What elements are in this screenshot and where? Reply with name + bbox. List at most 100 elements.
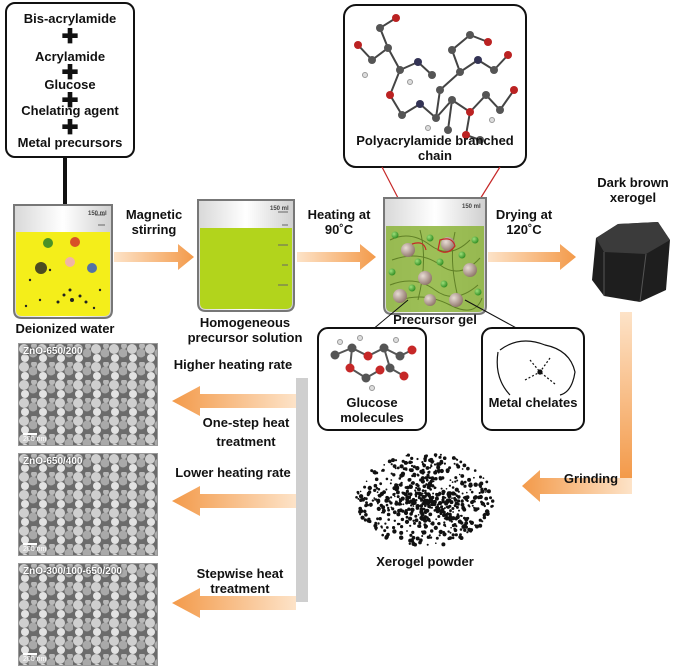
powder-particle: [437, 471, 440, 474]
powder-particle: [392, 464, 397, 468]
powder-particle: [412, 465, 416, 469]
powder-particle: [448, 536, 453, 540]
powder-particle: [432, 502, 437, 507]
label-metal-chelates: Metal chelates: [488, 395, 578, 410]
chelate-structure: [496, 340, 576, 396]
powder-particle: [438, 476, 442, 480]
beaker-mark: 150 ml: [270, 206, 289, 212]
powder-particle: [415, 486, 418, 489]
powder-particle: [466, 516, 470, 520]
powder-particle: [412, 505, 415, 507]
powder-particle: [460, 474, 465, 478]
powder-particle: [452, 511, 454, 513]
powder-particle: [418, 540, 422, 545]
powder-particle: [409, 533, 413, 537]
powder-particle: [408, 478, 412, 482]
powder-particle: [379, 482, 383, 486]
powder-particle: [408, 542, 411, 545]
powder-particle: [421, 471, 424, 474]
powder-particle: [477, 495, 481, 500]
powder-particle: [397, 483, 399, 486]
powder-particle: [483, 487, 488, 491]
powder-particle: [403, 492, 408, 497]
powder-particle: [489, 496, 492, 500]
powder-particle: [458, 473, 461, 476]
powder-particle: [400, 503, 403, 506]
powder-particle: [359, 490, 362, 493]
powder-particle: [373, 488, 377, 492]
xerogel-block: [592, 222, 670, 303]
powder-particle: [413, 521, 416, 525]
powder-particle: [417, 491, 422, 495]
powder-particle: [458, 509, 460, 512]
arrow-drying: [488, 244, 576, 270]
powder-particle: [377, 498, 380, 502]
powder-particle: [408, 538, 413, 543]
powder-particle: [470, 490, 474, 494]
powder-particle: [453, 516, 456, 519]
powder-particle: [418, 495, 421, 498]
powder-particle: [407, 507, 411, 511]
powder-particle: [430, 503, 433, 506]
powder-particle: [447, 498, 451, 502]
powder-particle: [421, 489, 425, 492]
powder-particle: [400, 517, 405, 522]
powder-particle: [469, 488, 472, 491]
powder-particle: [464, 496, 466, 498]
powder-particle: [451, 481, 454, 483]
arrow-higher-rate: [172, 386, 296, 416]
arrow-grinding: [522, 470, 632, 502]
powder-particle: [421, 492, 424, 495]
powder-particle: [421, 462, 425, 466]
powder-particle: [422, 501, 426, 504]
powder-particle: [485, 480, 489, 484]
powder-particle: [441, 542, 446, 547]
powder-particle: [442, 513, 447, 517]
label-one-step: One-step heat treatment: [202, 415, 290, 449]
powder-particle: [463, 480, 467, 484]
powder-particle: [376, 491, 379, 494]
powder-particle: [487, 510, 490, 513]
powder-particle: [429, 457, 434, 462]
powder-particle: [387, 459, 392, 464]
powder-particle: [363, 485, 367, 489]
powder-particle: [427, 504, 431, 509]
powder-particle: [438, 509, 442, 513]
ingredient-5: Metal precursors: [17, 135, 123, 150]
powder-particle: [381, 533, 385, 537]
powder-particle: [471, 499, 475, 503]
powder-particle: [369, 502, 373, 507]
powder-particle: [471, 504, 474, 507]
powder-particle: [461, 499, 464, 502]
powder-particle: [413, 474, 417, 478]
powder-particle: [449, 531, 452, 534]
label-drying: Drying at 120˚C: [495, 207, 553, 237]
powder-particle: [407, 492, 411, 496]
powder-particle: [360, 509, 364, 513]
powder-particle: [460, 502, 465, 507]
powder-particle: [482, 477, 485, 479]
powder-particle: [491, 499, 495, 503]
powder-particle: [456, 502, 460, 506]
powder-particle: [461, 468, 464, 470]
powder-particle: [432, 492, 435, 495]
powder-particle: [409, 495, 412, 498]
powder-particle: [395, 500, 397, 503]
powder-particle: [466, 531, 469, 534]
powder-particle: [441, 491, 445, 496]
powder-particle: [428, 520, 431, 523]
powder-particle: [419, 497, 423, 501]
powder-particle: [420, 516, 425, 521]
powder-particle: [401, 491, 404, 494]
powder-particle: [415, 466, 420, 471]
powder-particle: [410, 464, 414, 467]
powder-particle: [447, 491, 452, 496]
powder-particle: [426, 516, 429, 519]
powder-particle: [374, 526, 378, 530]
powder-particle: [475, 524, 479, 529]
powder-particle: [424, 476, 428, 480]
powder-particle: [428, 512, 433, 517]
powder-particle: [398, 477, 402, 480]
powder-particle: [416, 457, 419, 461]
powder-particle: [482, 515, 487, 520]
